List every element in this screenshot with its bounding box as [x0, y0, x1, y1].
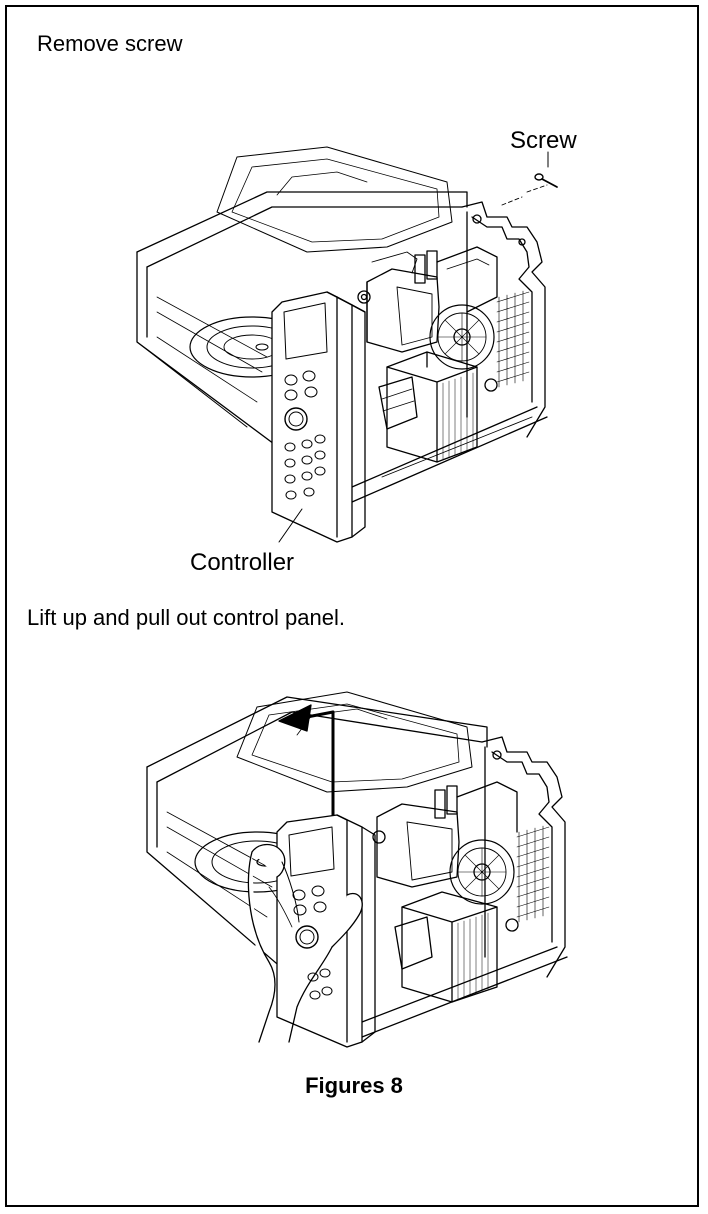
- microwave-illustration-step-2: [146, 691, 568, 1048]
- step-1-instruction: Remove screw: [37, 31, 183, 56]
- microwave-illustration-step-1: [136, 146, 558, 543]
- screw-label: Screw: [510, 127, 577, 154]
- figure-frame: Remove screw Screw: [5, 5, 699, 1207]
- controller-label: Controller: [190, 549, 295, 576]
- step-2-instruction: Lift up and pull out control panel.: [27, 605, 346, 630]
- figure-caption: Figures 8: [305, 1073, 403, 1098]
